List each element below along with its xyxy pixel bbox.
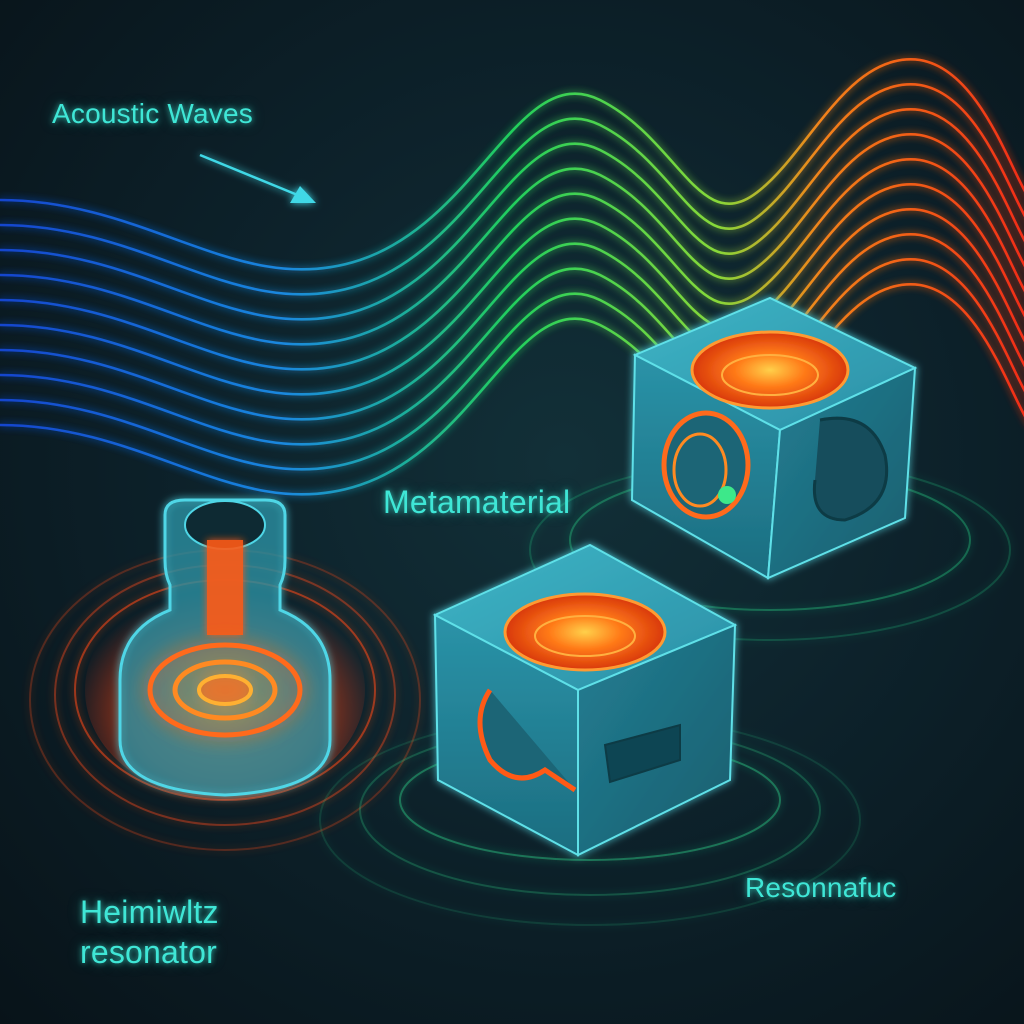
wave-line: [0, 258, 1024, 471]
wave-line: [0, 83, 1024, 296]
metamaterial-label: Metamaterial: [383, 484, 571, 520]
wave-line: [0, 133, 1024, 346]
cube-side-slot: [603, 723, 681, 784]
wave-line: [0, 233, 1024, 446]
helmholtz-label-line2: resonator: [80, 934, 217, 970]
helmholtz-resonator: [29, 498, 421, 851]
acoustic-waves: [0, 58, 1024, 496]
metamaterial-cube: [529, 296, 1011, 641]
cube-front-cavity: [477, 688, 577, 793]
acoustic-waves-label: Acoustic Waves: [52, 98, 253, 129]
wave-line: [0, 108, 1024, 321]
helmholtz-label-line1: Heimiwltz: [80, 894, 219, 930]
wave-line: [0, 58, 1024, 271]
cavity-glow: [147, 642, 303, 738]
resonator-cube: [319, 543, 861, 926]
cube-front-cavity: [661, 410, 751, 520]
cube-top-cavity: [690, 330, 850, 410]
cube-side-channel: [812, 416, 889, 522]
bottle-neck-channel: [207, 540, 243, 635]
helmholtz-resonator-label: Heimiwltz resonator: [80, 892, 219, 972]
wave-line: [0, 208, 1024, 421]
arrow-icon: [199, 153, 316, 203]
wave-line: [0, 158, 1024, 371]
wave-line: [0, 183, 1024, 396]
resonator-block-label: Resonnafuc: [745, 872, 897, 903]
cube-top-cavity: [503, 592, 667, 672]
